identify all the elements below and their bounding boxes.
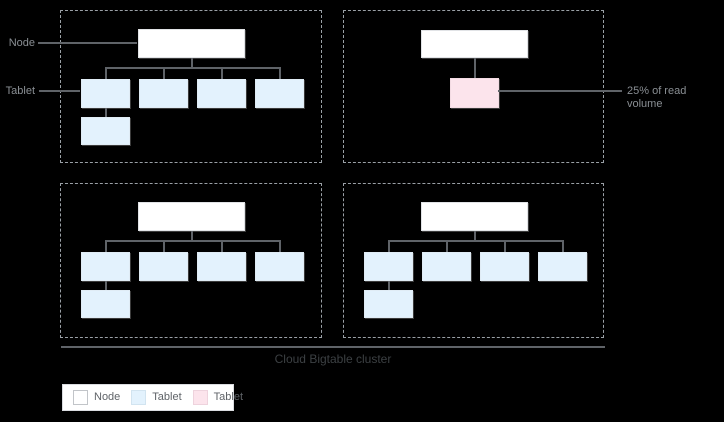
connector-line <box>163 240 165 252</box>
tablet-label: Tablet <box>5 85 35 97</box>
node-box <box>421 202 528 231</box>
connector-line <box>105 240 281 242</box>
connector-line <box>221 67 223 79</box>
tablet-box <box>139 79 188 108</box>
legend-label: Tablet <box>213 391 244 403</box>
tablet-box <box>81 117 130 145</box>
connector-line <box>191 58 193 69</box>
node-label: Node <box>8 37 35 49</box>
connector-line <box>105 67 107 79</box>
tablet-box <box>255 79 304 108</box>
connector-line <box>279 240 281 252</box>
connector-line <box>279 67 281 79</box>
read-volume-leader-line <box>498 90 622 92</box>
connector-line <box>221 240 223 252</box>
connector-line <box>105 108 107 117</box>
tablet-box <box>538 252 587 281</box>
connector-line <box>388 281 390 290</box>
node-box <box>421 30 528 58</box>
connector-line <box>474 58 476 78</box>
tablet-box <box>139 252 188 281</box>
connector-line <box>191 231 193 242</box>
cluster-line <box>61 346 605 348</box>
tablet-box <box>364 290 413 318</box>
hot-tablet-swatch <box>192 390 208 405</box>
connector-line <box>474 231 476 242</box>
connector-line <box>105 281 107 290</box>
node-swatch <box>73 390 88 405</box>
legend-item-hot-tablet: Tablet <box>192 390 244 405</box>
tablet-box <box>480 252 529 281</box>
legend-item-node: Node <box>73 390 120 405</box>
tablet-box <box>81 252 130 281</box>
node-box <box>138 202 245 231</box>
legend: Node Tablet Tablet <box>62 384 243 411</box>
legend-label: Tablet <box>152 391 182 403</box>
connector-line <box>446 240 448 252</box>
connector-line <box>388 240 390 252</box>
node-leader-line <box>38 42 137 44</box>
hot-tablet-box <box>450 78 499 108</box>
zone-box-3 <box>60 183 322 338</box>
tablet-box <box>81 79 130 108</box>
cluster-title: Cloud Bigtable cluster <box>274 352 392 366</box>
node-box <box>138 29 245 58</box>
tablet-box <box>422 252 471 281</box>
tablet-swatch <box>131 390 147 405</box>
connector-line <box>105 67 281 69</box>
connector-line <box>562 240 564 252</box>
connector-line <box>504 240 506 252</box>
connector-line <box>388 240 564 242</box>
tablet-box <box>255 252 304 281</box>
connector-line <box>163 67 165 79</box>
tablet-box <box>81 290 130 318</box>
zone-box-2 <box>343 10 604 163</box>
tablet-box <box>364 252 413 281</box>
legend-item-tablet: Tablet <box>131 390 182 405</box>
zone-box-1 <box>60 10 322 163</box>
legend-label: Node <box>94 391 121 403</box>
tablet-box <box>197 79 246 108</box>
tablet-leader-line <box>39 90 80 92</box>
tablet-box <box>197 252 246 281</box>
read-volume-label: 25% of read volume <box>627 85 687 110</box>
connector-line <box>105 240 107 252</box>
zone-box-4 <box>343 183 604 338</box>
